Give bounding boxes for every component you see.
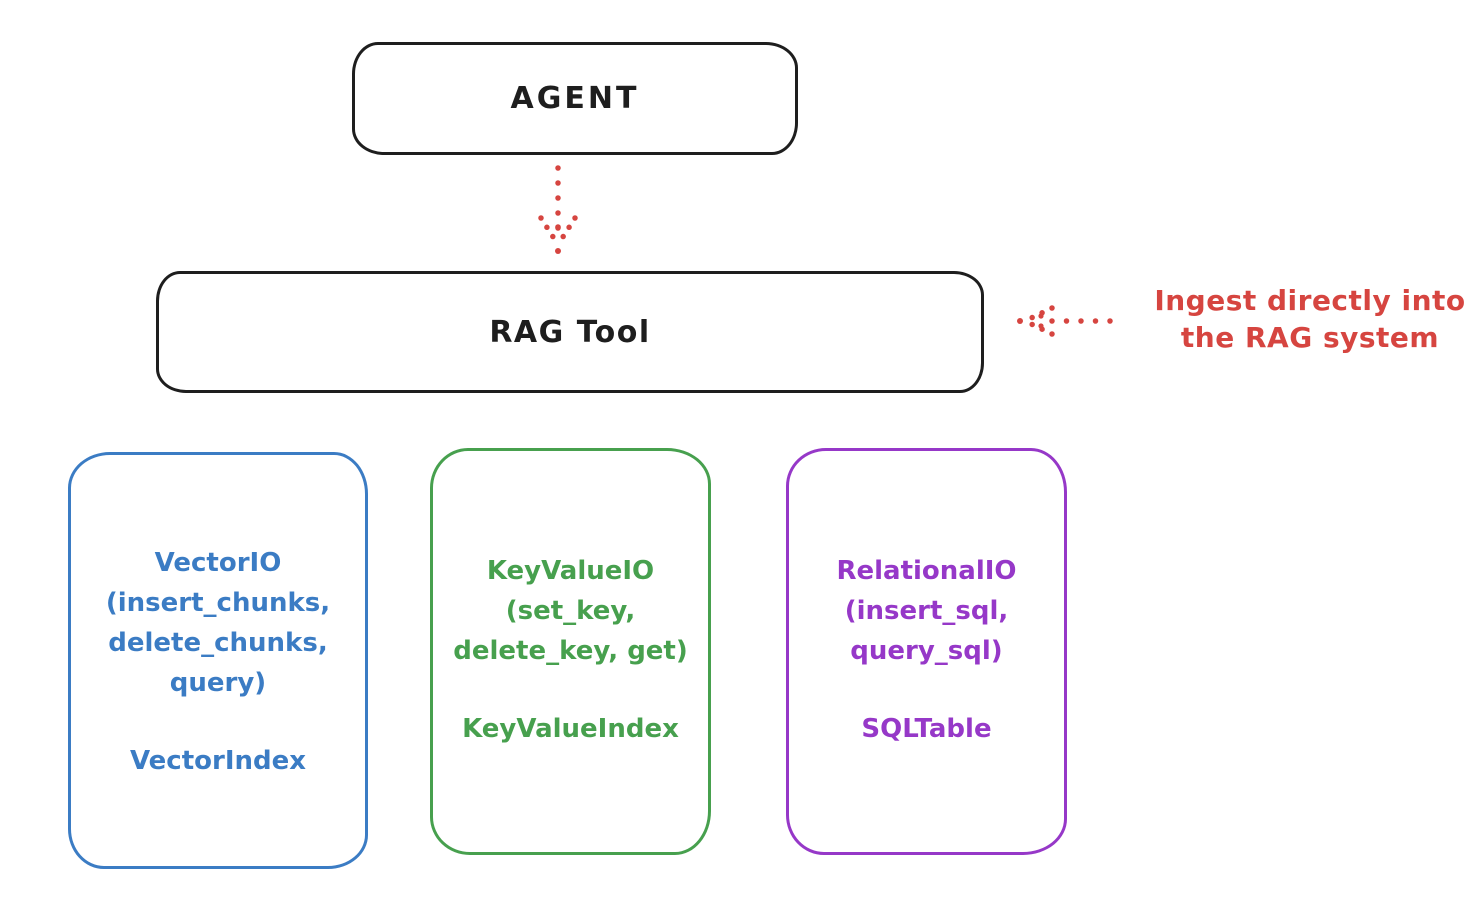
relational-io-title: RelationalIO (836, 556, 1017, 586)
agent-to-rag-arrow-icon (538, 165, 578, 254)
relational-io-methods-line1: (insert_sql, (844, 596, 1009, 626)
ingest-arrow-icon (1017, 305, 1113, 337)
keyvalue-io-box: KeyValueIO (set_key, delete_key, get) Ke… (430, 448, 711, 855)
vector-io-title: VectorIO (154, 548, 282, 578)
agent-label: AGENT (510, 81, 640, 116)
vector-io-methods-line1: (insert_chunks, (105, 588, 331, 618)
keyvalue-index-label: KeyValueIndex (462, 714, 679, 744)
vector-io-box: VectorIO (insert_chunks, delete_chunks, … (68, 452, 368, 869)
ingest-note-line1: Ingest directly into (1154, 284, 1466, 317)
rag-tool-label: RAG Tool (489, 314, 651, 350)
spacer (789, 671, 1064, 709)
keyvalue-io-title: KeyValueIO (486, 556, 655, 586)
spacer (71, 703, 365, 741)
keyvalue-io-text: KeyValueIO (set_key, delete_key, get) Ke… (433, 451, 708, 749)
ingest-note: Ingest directly into the RAG system (1142, 282, 1478, 356)
relational-io-methods-line2: query_sql) (850, 636, 1003, 666)
vector-io-methods-line2: delete_chunks, (108, 628, 328, 658)
relational-io-box: RelationalIO (insert_sql, query_sql) SQL… (786, 448, 1067, 855)
keyvalue-io-methods-line1: (set_key, (505, 596, 636, 626)
rag-tool-box: RAG Tool (156, 271, 984, 393)
spacer (433, 671, 708, 709)
agent-box: AGENT (352, 42, 798, 155)
keyvalue-io-methods-line2: delete_key, get) (453, 636, 688, 666)
vector-index-label: VectorIndex (129, 746, 307, 776)
relational-io-text: RelationalIO (insert_sql, query_sql) SQL… (789, 451, 1064, 749)
vector-io-methods-line3: query) (169, 668, 267, 698)
ingest-note-line2: the RAG system (1180, 321, 1440, 354)
sql-table-label: SQLTable (861, 714, 992, 744)
vector-io-text: VectorIO (insert_chunks, delete_chunks, … (71, 455, 365, 781)
